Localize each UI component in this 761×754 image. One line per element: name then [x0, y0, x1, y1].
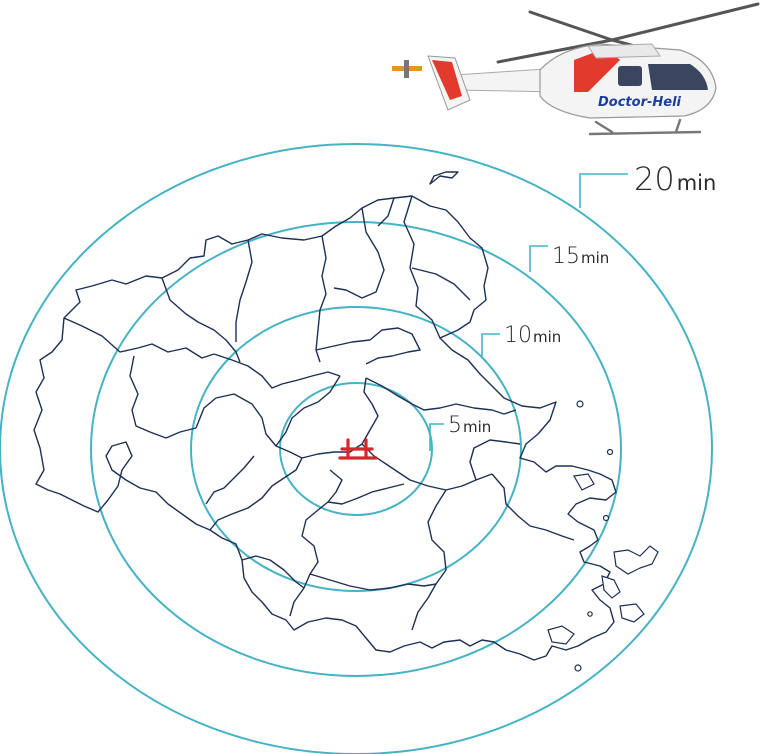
helipad-h-icon	[338, 438, 378, 460]
leader-10min	[481, 333, 500, 358]
ring-20min	[0, 143, 713, 754]
label-10min: 10min	[504, 323, 561, 348]
leader-20min	[579, 173, 628, 208]
municipality-map	[33, 171, 659, 672]
ring-labels: 5min 10min 15min 20min	[429, 160, 716, 451]
island	[574, 664, 582, 672]
helicopter-illustration: Doctor-Heli	[392, 2, 760, 136]
island	[613, 545, 659, 575]
leader-5min	[429, 423, 444, 451]
coverage-rings	[0, 143, 713, 754]
label-15min: 15min	[552, 244, 609, 269]
ring-10min	[190, 306, 522, 592]
island	[619, 603, 645, 623]
island	[573, 473, 595, 491]
label-5min: 5min	[448, 413, 491, 438]
island	[587, 611, 593, 617]
island	[606, 448, 614, 456]
helicopter-livery-text: Doctor-Heli	[598, 95, 682, 110]
ring-5min	[279, 382, 433, 516]
island	[601, 575, 621, 599]
island	[602, 514, 610, 522]
ring-15min	[90, 221, 622, 677]
island	[547, 625, 575, 645]
label-20min: 20min	[634, 160, 716, 198]
leader-15min	[529, 245, 548, 272]
island	[576, 400, 584, 408]
